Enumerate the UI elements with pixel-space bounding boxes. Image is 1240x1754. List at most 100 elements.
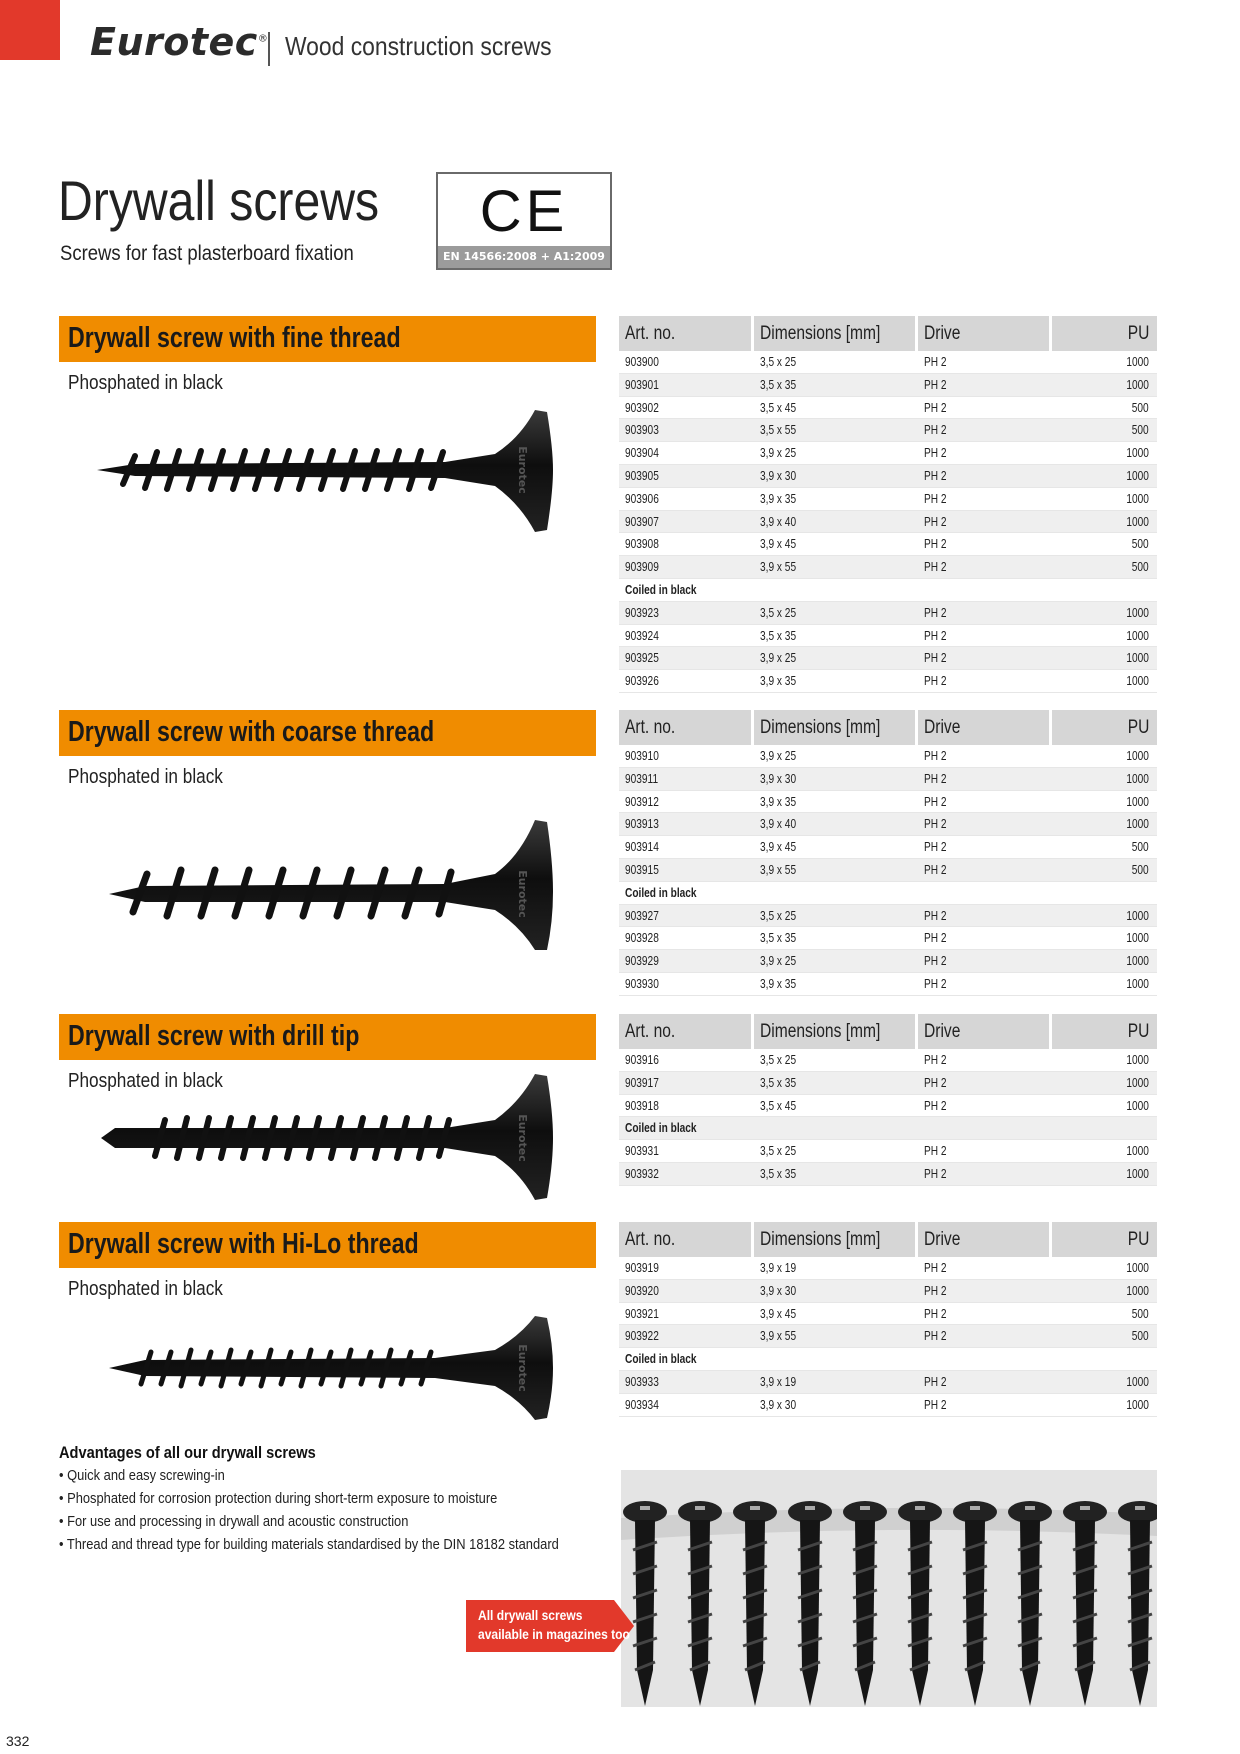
- table-cell: 1000: [1126, 445, 1149, 461]
- table-cell: 1000: [1126, 354, 1149, 369]
- column-header: Drive: [918, 316, 1049, 351]
- magazine-strip-photo: [621, 1470, 1157, 1707]
- finish-label: Phosphated in black: [68, 1278, 223, 1300]
- table-cell: 903923: [625, 604, 659, 620]
- table-cell: 903901: [625, 376, 659, 392]
- table-cell: PH 2: [924, 467, 947, 483]
- table-cell: 903905: [625, 467, 659, 483]
- screw-image-drill-tip: Eurotec: [95, 1072, 555, 1207]
- table-cell: PH 2: [924, 1143, 947, 1159]
- table-cell: [1052, 579, 1157, 601]
- ce-mark: CE: [479, 179, 569, 244]
- table-cell: 3,9 x 35: [760, 975, 797, 991]
- column-header: Art. no.: [619, 710, 751, 745]
- table-cell: 3,5 x 55: [760, 422, 797, 438]
- table-cell: PH 2: [924, 650, 947, 666]
- table-cell: Coiled in black: [625, 1351, 697, 1367]
- table-cell: 903907: [625, 513, 659, 529]
- table-cell: [754, 1348, 915, 1370]
- table-cell: 3,9 x 35: [760, 673, 797, 689]
- table-cell: 903919: [625, 1260, 659, 1275]
- table-cell: PH 2: [924, 445, 947, 461]
- table-cell: 3,5 x 35: [760, 627, 797, 643]
- table-cell: 500: [1132, 1305, 1149, 1321]
- ce-certification-badge: CE EN 14566:2008 + A1:2009: [436, 172, 612, 270]
- table-cell: PH 2: [924, 604, 947, 620]
- table-cell: 1000: [1126, 1396, 1149, 1412]
- table-cell: [754, 882, 915, 904]
- table-cell: PH 2: [924, 376, 947, 392]
- finish-label: Phosphated in black: [68, 1070, 223, 1092]
- table-cell: 500: [1132, 839, 1149, 855]
- table-cell: 1000: [1126, 770, 1149, 786]
- column-header: PU: [1052, 1222, 1157, 1257]
- table-cell: 903927: [625, 907, 659, 923]
- ce-standard-label: EN 14566:2008 + A1:2009: [438, 246, 610, 268]
- table-cell: PH 2: [924, 930, 947, 946]
- table-cell: 903920: [625, 1282, 659, 1298]
- table-cell: 1000: [1126, 907, 1149, 923]
- table-cell: 903909: [625, 559, 659, 575]
- table-cell: 903913: [625, 816, 659, 832]
- table-cell: PH 2: [924, 673, 947, 689]
- table-cell: [754, 579, 915, 601]
- table-subheading-row: Coiled in black: [619, 1348, 1157, 1371]
- table-cell: [918, 1348, 1049, 1370]
- table-cell: PH 2: [924, 399, 947, 415]
- table-cell: 903929: [625, 953, 659, 969]
- finish-label: Phosphated in black: [68, 766, 223, 788]
- page-title: Drywall screws: [58, 169, 380, 232]
- table-cell: 1000: [1126, 673, 1149, 689]
- column-header: Art. no.: [619, 1014, 751, 1049]
- table-cell: [754, 1117, 915, 1139]
- table-cell: 500: [1132, 536, 1149, 552]
- finish-label: Phosphated in black: [68, 372, 223, 394]
- table-cell: 3,5 x 25: [760, 604, 797, 620]
- table-cell: PH 2: [924, 1328, 947, 1344]
- table-cell: 3,9 x 25: [760, 650, 797, 666]
- table-cell: [1052, 1348, 1157, 1370]
- table-cell: Coiled in black: [625, 581, 697, 597]
- table-cell: 3,9 x 25: [760, 445, 797, 461]
- table-cell: [918, 1117, 1049, 1139]
- header-section-label: Wood construction screws: [285, 31, 552, 61]
- table-cell: 903932: [625, 1165, 659, 1181]
- table-cell: PH 2: [924, 1097, 947, 1113]
- table-cell: [918, 882, 1049, 904]
- column-header: Drive: [918, 1222, 1049, 1257]
- table-cell: 3,9 x 19: [760, 1260, 797, 1275]
- table-cell: 1000: [1126, 1097, 1149, 1113]
- table-cell: 1000: [1126, 513, 1149, 529]
- table-cell: PH 2: [924, 907, 947, 923]
- table-cell: 1000: [1126, 1143, 1149, 1159]
- table-cell: 3,9 x 55: [760, 861, 797, 877]
- table-cell: 3,9 x 55: [760, 1328, 797, 1344]
- section-bar-fine-thread: Drywall screw with fine thread: [59, 316, 596, 362]
- table-cell: PH 2: [924, 536, 947, 552]
- screw-head-label: Eurotec: [516, 1344, 529, 1392]
- table-cell: 903916: [625, 1052, 659, 1067]
- table-cell: PH 2: [924, 975, 947, 991]
- table-cell: 3,9 x 40: [760, 513, 797, 529]
